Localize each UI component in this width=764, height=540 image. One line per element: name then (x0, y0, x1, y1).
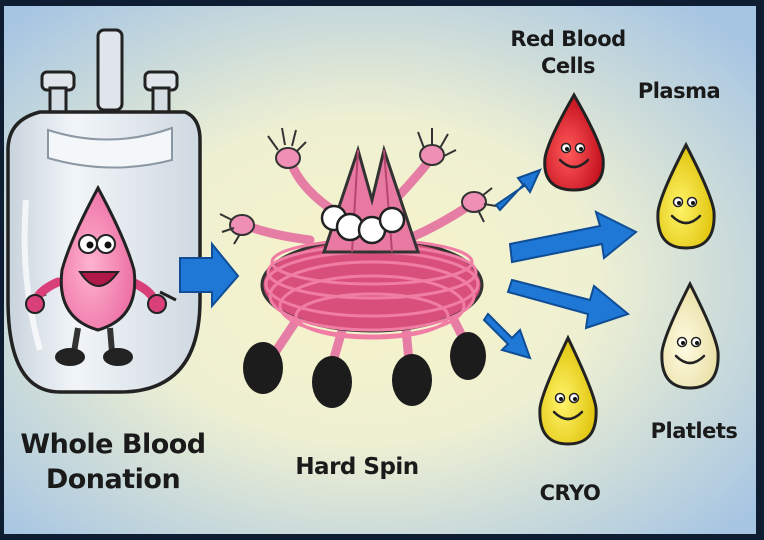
plasma-label: Plasma (624, 80, 734, 103)
red-blood-cells-label: Red Blood Cells (498, 28, 638, 77)
whole-blood-line-1: Whole Blood (18, 430, 208, 459)
whole-blood-line-2: Donation (18, 465, 208, 494)
platlets-label: Platlets (634, 420, 754, 443)
cryo-label: CRYO (520, 482, 620, 505)
red-blood-line-1: Red Blood (498, 28, 638, 51)
red-blood-line-2: Cells (498, 55, 638, 78)
whole-blood-donation-label: Whole Blood Donation (18, 430, 208, 494)
hard-spin-label: Hard Spin (292, 455, 422, 480)
